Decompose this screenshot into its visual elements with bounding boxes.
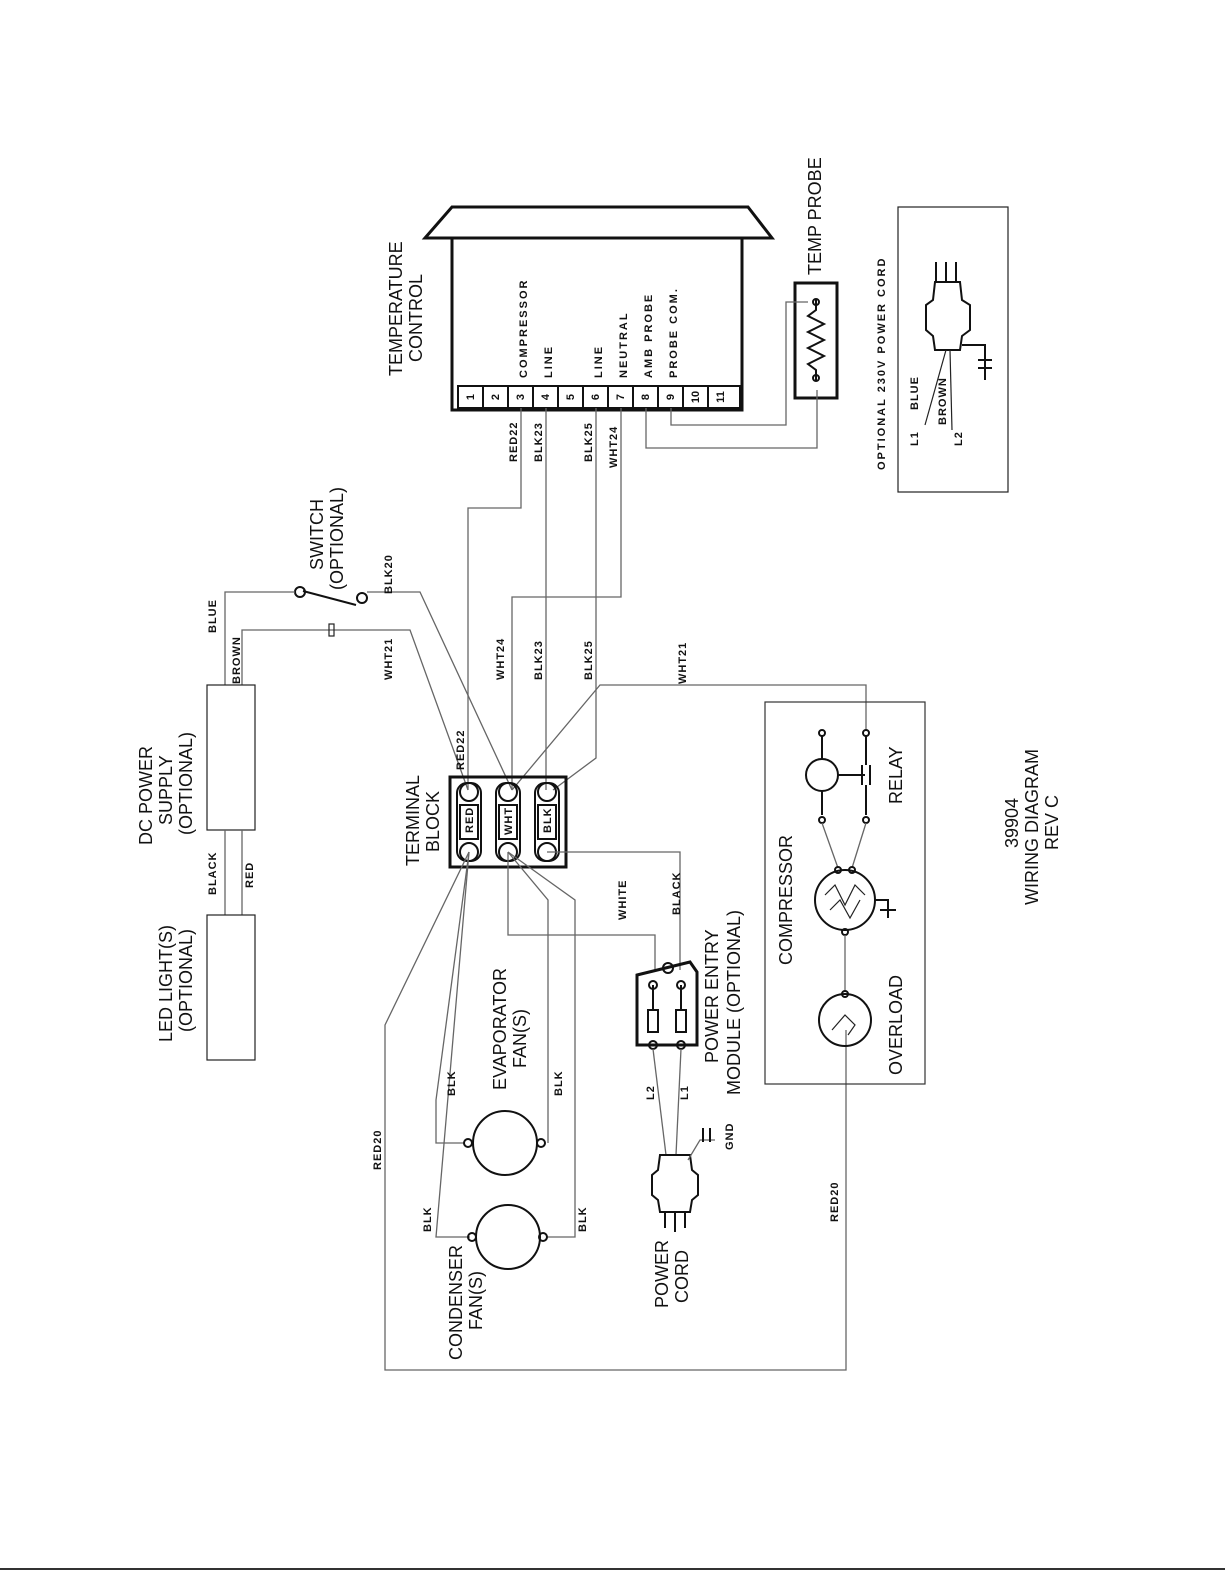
dc-power-supply-label-2: SUPPLY (156, 755, 176, 825)
wire-white-pem: WHITE (617, 880, 629, 920)
terminal-label-probe-com: PROBE COM. (668, 287, 680, 378)
evaporator-fan-label-2: FAN(S) (510, 1009, 530, 1068)
terminal-label-amb-probe: AMB PROBE (643, 293, 655, 378)
condenser-fan-label-1: CONDENSER (446, 1245, 466, 1360)
terminal-label-compressor: COMPRESSOR (518, 279, 530, 378)
terminal-9: 9 (665, 394, 677, 400)
terminal-label-line-4: LINE (543, 345, 555, 378)
temp-probe-label: TEMP PROBE (805, 157, 825, 275)
wire-red22-mid: RED22 (455, 730, 467, 770)
wire-black-pem: BLACK (671, 872, 683, 916)
opt-l1: L1 (909, 431, 921, 446)
condenser-fan: CONDENSER FAN(S) (446, 1204, 548, 1360)
diagram-title: WIRING DIAGRAM (1022, 749, 1042, 905)
wire-blk23-top: BLK23 (533, 422, 545, 462)
terminal-7: 7 (615, 394, 627, 400)
diagram-rev: REV C (1042, 795, 1062, 850)
opt-l2: L2 (953, 431, 965, 446)
terminal-3: 3 (515, 394, 527, 400)
terminal-block-label-1: TERMINAL (403, 775, 423, 866)
power-cord-label-2: CORD (672, 1250, 692, 1303)
compressor-label: COMPRESSOR (776, 835, 796, 965)
dc-power-supply: DC POWER SUPPLY (OPTIONAL) (136, 684, 256, 845)
page-bottom-rule (0, 1568, 1225, 1570)
wire-l1: L1 (679, 1085, 691, 1100)
led-lights-label-1: LED LIGHT(S) (156, 925, 176, 1042)
compressor-assembly: RELAY COMPRESSOR OVERLOAD (764, 701, 926, 1085)
pem-label-2: MODULE (OPTIONAL) (724, 910, 744, 1095)
terminal-block: RED WHT BLK TERMINAL BLOCK (403, 775, 568, 869)
block-tag-red: RED (464, 807, 476, 833)
terminal-11: 11 (715, 391, 727, 403)
wire-blk-evap-left: BLK (446, 1070, 458, 1096)
wire-red22-top: RED22 (508, 422, 520, 462)
terminal-block-label-2: BLOCK (423, 791, 443, 852)
led-lights-label-2: (OPTIONAL) (176, 929, 196, 1032)
switch: SWITCH (OPTIONAL) (224, 487, 513, 791)
block-tag-wht: WHT (503, 807, 515, 835)
power-cord: GND POWER CORD (651, 1123, 736, 1308)
temp-probe: TEMP PROBE (793, 157, 839, 400)
terminal-4: 4 (540, 393, 552, 400)
led-lights: LED LIGHT(S) (OPTIONAL) (156, 914, 256, 1061)
power-entry-module: POWER ENTRY MODULE (OPTIONAL) (635, 910, 744, 1095)
opt-blue: BLUE (909, 376, 921, 410)
compressor: COMPRESSOR (776, 835, 896, 965)
terminal-8: 8 (640, 394, 652, 400)
relay-label: RELAY (886, 746, 906, 804)
optional-230v-power-cord: OPTIONAL 230V POWER CORD L1 BLUE BROWN L… (876, 206, 1009, 493)
relay: RELAY (805, 729, 906, 824)
wire-black-dc: BLACK (207, 852, 219, 896)
wire-wht21-left: WHT21 (383, 638, 395, 680)
evaporator-fan: EVAPORATOR FAN(S) (463, 968, 546, 1176)
wire-wht21-right: WHT21 (677, 642, 689, 684)
wire-wht24-mid: WHT24 (495, 638, 507, 680)
power-cord-label-1: POWER (652, 1240, 672, 1308)
switch-label-2: (OPTIONAL) (327, 487, 347, 590)
wire-brown: BROWN (231, 636, 243, 684)
terminal-5: 5 (565, 394, 577, 400)
wire-blk-cond-right: BLK (577, 1206, 589, 1232)
wire-blk25-mid: BLK25 (583, 640, 595, 680)
overload: OVERLOAD (818, 975, 906, 1075)
wire-blk25-top: BLK25 (583, 422, 595, 462)
wire-red20-left: RED20 (372, 1130, 384, 1170)
diagram-id: 39904 WIRING DIAGRAM REV C (1002, 749, 1062, 905)
terminal-label-line-6: LINE (593, 345, 605, 378)
lower-wires (384, 851, 847, 1371)
condenser-fan-label-2: FAN(S) (466, 1271, 486, 1330)
temperature-control-label-1: TEMPERATURE (386, 241, 406, 376)
diagram-number: 39904 (1002, 798, 1022, 848)
temperature-control-label-2: CONTROL (406, 274, 426, 362)
wire-red-dc: RED (244, 862, 256, 888)
optional-cord-title: OPTIONAL 230V POWER CORD (876, 257, 888, 470)
pem-label-1: POWER ENTRY (702, 929, 722, 1063)
dc-power-supply-label-3: (OPTIONAL) (176, 732, 196, 835)
terminal-strip (457, 385, 741, 409)
wire-l2: L2 (645, 1085, 657, 1100)
wire-blk20: BLK20 (383, 554, 395, 594)
opt-brown: BROWN (937, 377, 949, 425)
terminal-6: 6 (590, 394, 602, 400)
wire-blk-evap-right: BLK (553, 1070, 565, 1096)
switch-label-1: SWITCH (307, 499, 327, 570)
wire-blue: BLUE (207, 599, 219, 633)
terminal-label-neutral: NEUTRAL (618, 311, 630, 378)
wire-red20-right: RED20 (829, 1182, 841, 1222)
control-wires (467, 301, 818, 791)
wire-wht24-top: WHT24 (608, 426, 620, 468)
terminal-2: 2 (490, 394, 502, 400)
wire-blk23-mid: BLK23 (533, 640, 545, 680)
wire-gnd: GND (724, 1123, 736, 1150)
dc-power-supply-label-1: DC POWER (136, 746, 156, 845)
terminal-1: 1 (465, 394, 477, 400)
evaporator-fan-label-1: EVAPORATOR (490, 968, 510, 1090)
wire-blk-cond-left: BLK (422, 1206, 434, 1232)
terminal-10: 10 (690, 391, 702, 403)
overload-label: OVERLOAD (886, 975, 906, 1075)
temperature-control: 1 2 3 4 5 6 7 8 9 10 11 COMPRESSOR LINE … (386, 205, 776, 412)
block-tag-blk: BLK (542, 807, 554, 833)
